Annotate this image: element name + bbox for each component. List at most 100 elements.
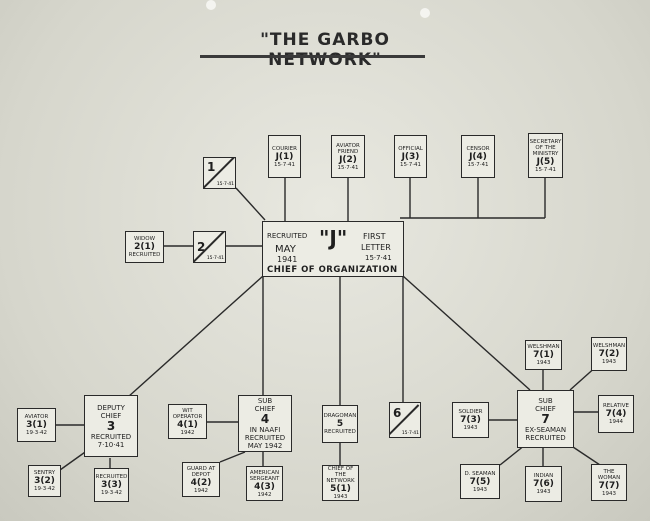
agent-5-1-note: 1943: [333, 494, 348, 500]
agent-7-1-role: WELSHMAN: [527, 344, 560, 350]
agent-j2-code: J(2): [339, 154, 357, 165]
agent-4-1-note: 1942: [180, 429, 195, 436]
title-underline: [200, 55, 425, 58]
agent-7-3-box: SOLDIER 7(3) 1943: [452, 402, 489, 438]
agent-7-5-box: D. SEAMAN 7(5) 1943: [460, 464, 500, 499]
diagram-title: "THE GARBO NETWORK": [260, 30, 390, 70]
widow-role: WIDOW: [133, 236, 156, 242]
agent-6-box: 6 15·7·41: [389, 402, 421, 438]
agent-j5-box: SECRETARY OF THE MINISTRY J(5) 15·7·41: [528, 133, 563, 178]
sub-chief-7-line3: EX-SEAMAN: [524, 425, 567, 434]
agent-j5-role: SECRETARY OF THE MINISTRY: [529, 138, 562, 157]
agent-4-1-code: 4(1): [177, 419, 198, 430]
agent-j3-role: OFFICIAL: [398, 145, 423, 152]
deputy-line3: RECRUITED: [90, 432, 132, 441]
deputy-line1: DEPUTY: [97, 403, 125, 412]
hub-code: "J": [319, 226, 348, 250]
aviator-3-1-note: 19·3·42: [26, 430, 47, 436]
agent-j1-note: 15·7·41: [274, 161, 295, 168]
line-hub-deputy: [127, 275, 264, 398]
agent-7-2-box: WELSHMAN 7(2) 1943: [591, 337, 627, 371]
line-7-5: [499, 444, 526, 466]
sub-chief-7-box: SUB CHIEF 7 EX-SEAMAN RECRUITED: [517, 390, 574, 448]
agent-4-3-role: AMERICAN SERGEANT: [249, 469, 280, 482]
agent-7-6-box: INDIAN 7(6) 1943: [525, 466, 562, 502]
agent-7-1-note: 1943: [536, 360, 551, 366]
agent-4-2-code: 4(2): [190, 477, 212, 488]
agent-j1-box: COURIER J(1) 15·7·41: [268, 135, 301, 178]
deputy-line4: 7·10·41: [97, 440, 125, 449]
agent-j5-code: J(5): [536, 156, 555, 167]
agent-3-2-code: 3(2): [34, 476, 55, 486]
agent-7-3-role: SOLDIER: [458, 409, 483, 415]
hub-letter-date: 15·7·41: [365, 254, 392, 262]
agent-j2-role: AVIATOR FRIEND: [336, 142, 360, 155]
agent-7-4-note: 1944: [609, 419, 623, 425]
agent-4-3-code: 4(3): [254, 481, 275, 492]
agent-3-2-note: 19·3·42: [34, 486, 55, 492]
sub-chief-4-code: 4: [260, 412, 270, 426]
hub-agent-j: RECRUITED MAY 1941 "J" FIRST LETTER 15·7…: [262, 221, 404, 277]
agent-j3-box: OFFICIAL J(3) 15·7·41: [394, 135, 427, 178]
sub-chief-4-line4: RECRUITED: [244, 434, 286, 442]
widow-box: WIDOW 2(1) RECRUITED: [125, 231, 164, 263]
agent-3-2-role: SENTRY: [33, 470, 56, 476]
agent-4-1-role: WIT OPERATOR: [172, 407, 203, 420]
widow-note: RECRUITED: [128, 252, 161, 258]
agent-6-number: 6: [393, 406, 402, 420]
agent-5-note: RECRUITED: [324, 429, 356, 435]
agent-5-role: DRAGOMAN: [323, 413, 357, 419]
sub-chief-4-line2: CHIEF: [254, 405, 276, 413]
agent-2-note: 15·7·41: [206, 256, 224, 261]
agent-j3-code: J(3): [401, 151, 420, 162]
aviator-3-1-box: AVIATOR 3(1) 19·3·42: [17, 408, 56, 442]
agent-7-5-note: 1943: [473, 486, 487, 493]
agent-4-1-box: WIT OPERATOR 4(1) 1942: [168, 404, 207, 439]
deputy-code: 3: [106, 418, 116, 433]
sub-chief-7-line2: CHIEF: [535, 404, 556, 413]
agent-j1-role: COURIER: [272, 145, 297, 152]
hub-letter-label: LETTER: [361, 243, 391, 252]
aviator-3-1-role: AVIATOR: [24, 414, 49, 420]
agent-4-2-box: GUARD AT DEPOT 4(2) 1942: [182, 462, 220, 497]
pin-left: [206, 0, 216, 10]
agent-2-number: 2: [197, 240, 206, 254]
hub-first-label: FIRST: [363, 232, 386, 241]
agent-7-6-code: 7(6): [533, 479, 554, 489]
agent-7-5-role: D. SEAMAN: [464, 470, 496, 477]
sub-chief-7-line1: SUB: [538, 396, 553, 405]
agent-j5-note: 15·7·41: [535, 166, 556, 173]
hub-recruited-month: MAY: [275, 244, 296, 255]
line-4-sub1: [219, 451, 246, 463]
agent-7-4-role: RELATIVE: [602, 403, 630, 409]
agent-5-1-box: CHIEF OF THE NETWORK 5(1) 1943: [322, 465, 359, 501]
agent-2-box: 2 15·7·41: [193, 231, 226, 263]
sub-chief-7-code: 7: [541, 411, 550, 426]
agent-j2-note: 15·7·41: [337, 164, 359, 171]
agent-j4-note: 15·7·41: [467, 161, 489, 168]
line-deputy-sub1: [59, 449, 89, 471]
agent-5-box: DRAGOMAN 5 RECRUITED: [322, 405, 358, 443]
agent-7-7-box: THE WOMAN 7(7) 1943: [591, 464, 627, 501]
agent-7-1-code: 7(1): [533, 350, 554, 360]
hub-recruited-year: 1941: [277, 255, 298, 264]
widow-code: 2(1): [134, 242, 155, 252]
agent-7-2-note: 1943: [602, 359, 616, 365]
agent-3-2-box: SENTRY 3(2) 19·3·42: [28, 465, 61, 497]
sub-chief-4-line5: MAY 1942: [247, 442, 283, 450]
agent-4-2-role: GUARD AT DEPOT: [186, 465, 216, 478]
agent-1-number: 1: [207, 160, 216, 174]
agent-5-1-role: CHIEF OF THE NETWORK: [326, 466, 355, 484]
agent-7-7-note: 1943: [602, 490, 616, 497]
deputy-chief-3-box: DEPUTY CHIEF 3 RECRUITED 7·10·41: [84, 395, 138, 457]
agent-1-note: 15·7·41: [216, 182, 234, 187]
agent-3-3-note: 19·3·42: [101, 490, 122, 496]
sub-chief-7-line4: RECRUITED: [525, 433, 566, 442]
deputy-line2: CHIEF: [100, 411, 122, 420]
line-hub-7: [402, 275, 531, 391]
agent-j4-role: CENSOR: [466, 145, 490, 152]
sub-chief-4-line3: IN NAAFI: [249, 426, 281, 434]
agent-3-3-code: 3(3): [101, 480, 122, 490]
agent-1-box: 1 15·7·41: [203, 157, 236, 189]
